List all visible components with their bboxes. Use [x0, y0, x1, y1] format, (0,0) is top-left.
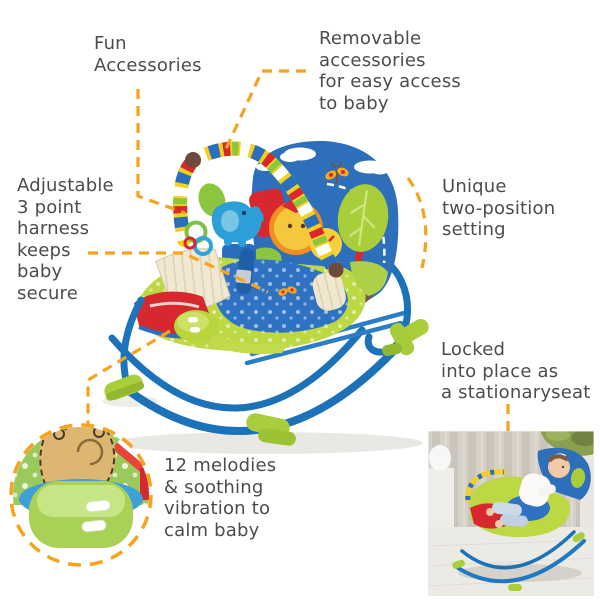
- button-closeup-inset: [9, 423, 153, 567]
- callout-removable-accessories: Removable accessories for easy access to…: [319, 28, 461, 114]
- right-lime-pocket: [350, 261, 388, 296]
- closeup-snail-print: [38, 427, 116, 488]
- leader-removable: [223, 69, 306, 152]
- photo-plant: [540, 431, 594, 456]
- seat-butterfly-print: [278, 286, 297, 296]
- callout-fun-accessories: Fun Accessories: [94, 33, 202, 76]
- seat-red-band-stripe: [149, 301, 200, 309]
- leader-fun-accessories: [136, 89, 186, 215]
- toy-bar: [180, 149, 344, 278]
- callout-two-position: Unique two-position setting: [442, 176, 556, 240]
- bar-brown-cap-left: [185, 152, 201, 168]
- butterfly-print: [325, 161, 349, 185]
- leader-two-position: [406, 177, 428, 269]
- right-cream-bolster: [312, 271, 346, 311]
- seat: [134, 245, 388, 354]
- leader-melodies: [86, 329, 171, 424]
- seat-front-wedge: [210, 334, 290, 354]
- left-support-tube: [120, 296, 145, 388]
- main-rocker-figure: [102, 140, 429, 454]
- vibration-button: [29, 481, 133, 548]
- bottom-foot-pad: [246, 413, 296, 446]
- elephant-toy: [211, 201, 264, 247]
- photo-cabinet: [428, 468, 454, 530]
- far-rocker-tube: [108, 326, 366, 412]
- lifestyle-photo-inset: [428, 431, 594, 596]
- bar-brown-cap-right: [328, 262, 344, 278]
- callout-harness: Adjustable 3 point harness keeps baby se…: [17, 175, 114, 304]
- ring-toys: [183, 220, 213, 256]
- photo-baby-head: [548, 456, 570, 478]
- button-slot-1: [85, 499, 111, 513]
- kickstand-tube-2: [244, 320, 404, 366]
- photo-lamp: [429, 445, 451, 471]
- button-slot-2: [81, 519, 107, 533]
- stationary-lock-clip: [382, 323, 415, 357]
- photo-baby: [486, 454, 570, 528]
- photo-rocker: [452, 447, 591, 591]
- ground-shadow: [113, 432, 423, 454]
- left-foot-pad: [104, 374, 145, 401]
- photo-toy-bar: [465, 469, 507, 503]
- vibration-pod: [174, 310, 218, 342]
- leader-lines: [86, 69, 510, 433]
- callout-melodies: 12 melodies & soothing vibration to calm…: [164, 455, 277, 541]
- callout-locked: Locked into place as a stationaryseat: [441, 339, 591, 403]
- leaf-print: [337, 184, 389, 252]
- closeup-red-patch: [140, 468, 149, 500]
- front-frame: [104, 296, 429, 446]
- leader-harness: [88, 251, 269, 294]
- closeup-dashed-ring: [9, 423, 153, 567]
